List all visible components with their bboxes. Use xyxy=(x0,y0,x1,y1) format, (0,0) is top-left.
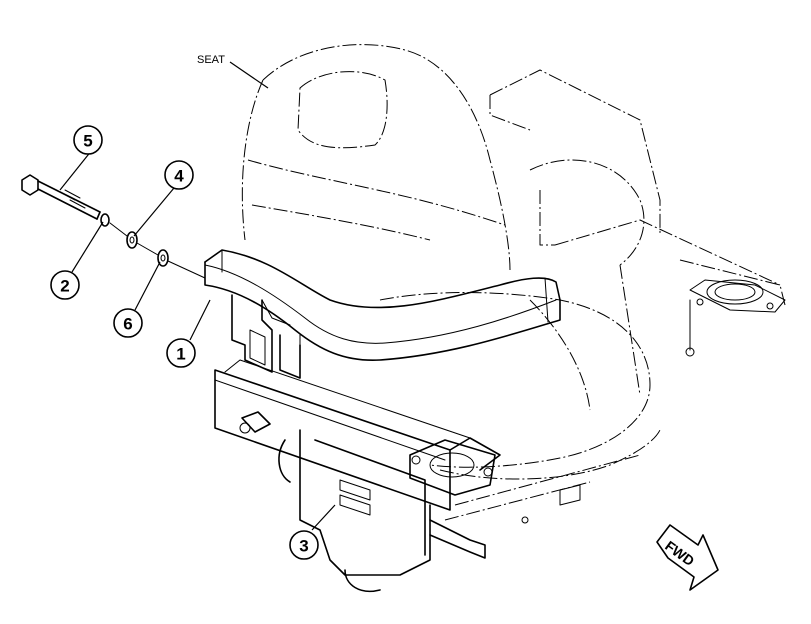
callout-6-label: 6 xyxy=(123,315,132,334)
leader-4 xyxy=(133,187,175,237)
washer-part-6 xyxy=(157,249,169,267)
leader-3 xyxy=(311,504,336,531)
callout-2-label: 2 xyxy=(60,277,69,296)
leader-seat xyxy=(229,61,269,89)
bolt-part-5 xyxy=(21,174,101,220)
callout-4: 4 xyxy=(164,160,194,190)
leader-2 xyxy=(71,221,104,273)
leader-6 xyxy=(134,261,161,311)
callout-3-label: 3 xyxy=(299,537,308,556)
callout-4-label: 4 xyxy=(174,167,184,186)
callout-6: 6 xyxy=(113,308,143,338)
callout-2: 2 xyxy=(50,270,80,300)
leader-5 xyxy=(59,149,93,191)
assembly-axis-line xyxy=(109,222,206,279)
callout-5-label: 5 xyxy=(83,132,92,151)
direction-label: FWD xyxy=(662,537,697,569)
seat-phantom xyxy=(241,44,786,521)
leader-1 xyxy=(189,299,211,341)
callout-1-label: 1 xyxy=(176,345,185,364)
callout-3: 3 xyxy=(289,530,319,560)
armrest-part-1 xyxy=(204,249,561,379)
washer-part-2 xyxy=(100,213,110,227)
callout-5: 5 xyxy=(73,125,103,155)
seat-label: SEAT xyxy=(197,54,225,66)
washer-part-4 xyxy=(126,231,138,249)
forward-arrow-icon: FWD xyxy=(656,524,719,591)
seat-base-part-3 xyxy=(214,359,581,592)
callout-1: 1 xyxy=(166,338,196,368)
